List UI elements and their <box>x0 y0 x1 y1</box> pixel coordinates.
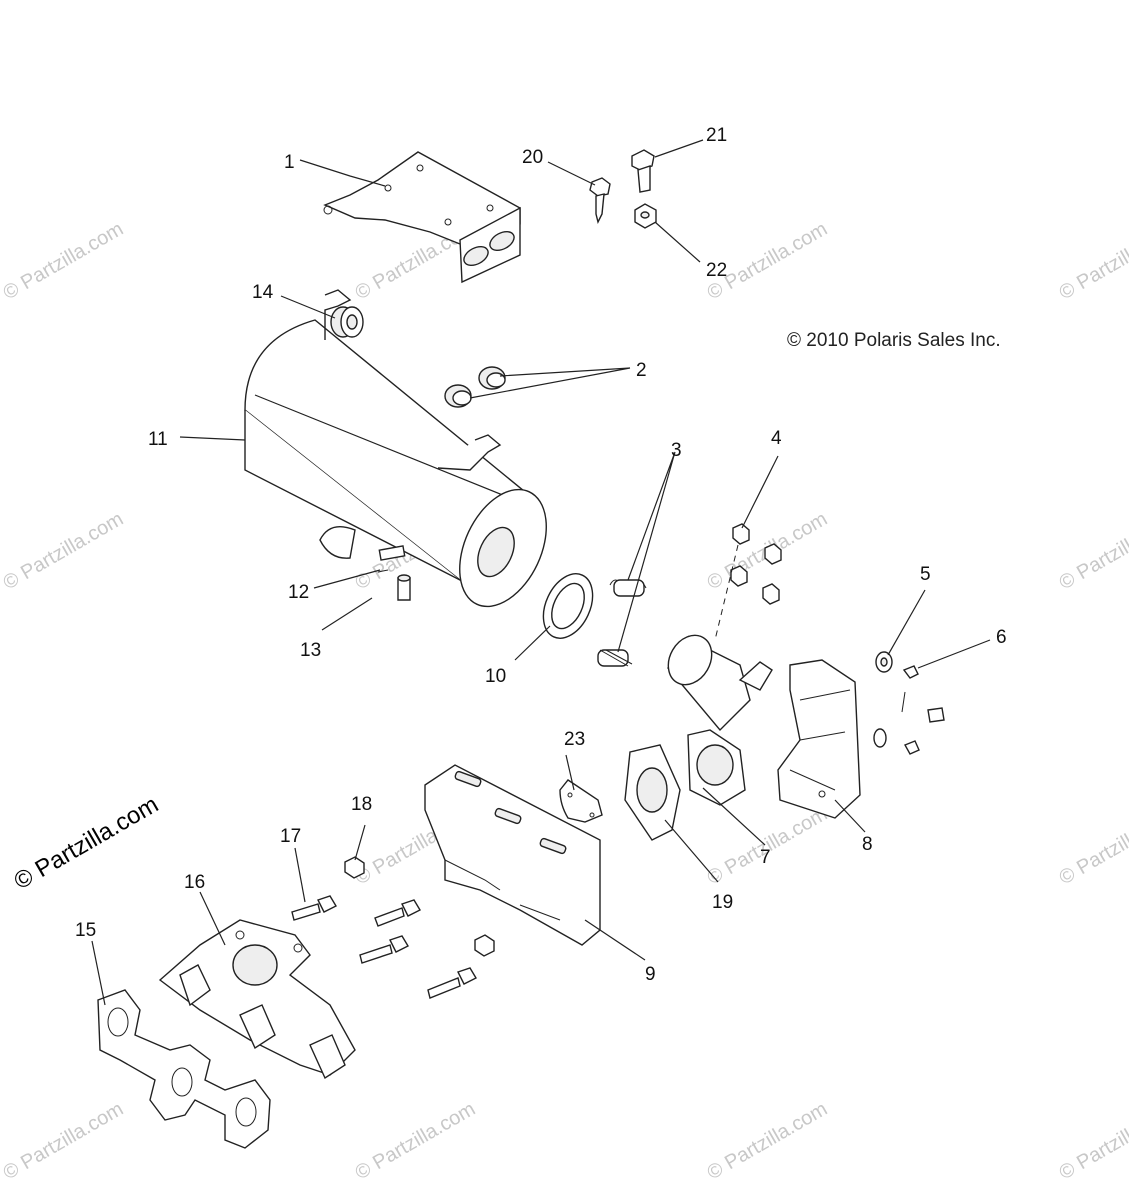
callout-2: 2 <box>636 360 647 381</box>
callout-12: 12 <box>288 582 309 603</box>
part-clip <box>559 779 603 823</box>
callout-13: 13 <box>300 640 321 661</box>
part-manifold-gasket <box>97 989 271 1149</box>
watermark: © Partzilla.com <box>0 1098 127 1184</box>
watermark: © Partzilla.com <box>1056 1098 1129 1184</box>
leader-lines <box>91 139 991 1006</box>
part-heat-shield <box>777 659 861 819</box>
watermark: © Partzilla.com <box>1056 218 1129 304</box>
callout-3: 3 <box>671 440 682 461</box>
part-fasteners-top <box>589 149 657 229</box>
watermark: © Partzilla.com <box>704 1098 832 1184</box>
callout-11: 11 <box>148 429 168 450</box>
part-manifold <box>158 919 356 1080</box>
callout-4: 4 <box>771 428 782 449</box>
watermarks: © Partzilla.com © Partzilla.com © Partzi… <box>0 218 1129 1184</box>
callout-6: 6 <box>996 627 1007 648</box>
callout-14: 14 <box>252 282 274 303</box>
watermark-main: © Partzilla.com <box>10 791 164 895</box>
callout-1: 1 <box>284 152 295 173</box>
part-plug <box>377 569 411 601</box>
watermark: © Partzilla.com <box>1056 803 1129 889</box>
part-springs <box>597 579 647 667</box>
part-bracket <box>323 151 521 284</box>
callout-8: 8 <box>862 834 873 855</box>
part-washers-bolts <box>873 651 945 755</box>
callout-18: 18 <box>351 794 372 815</box>
part-nuts <box>714 523 782 641</box>
callout-16: 16 <box>184 872 205 893</box>
callout-20: 20 <box>522 147 543 168</box>
part-grommet <box>330 306 364 338</box>
part-grommets <box>444 366 506 408</box>
callout-labels: 1 2 3 4 5 6 7 8 9 10 11 12 13 14 15 16 1… <box>75 125 1007 985</box>
part-exhaust-pipe <box>667 634 773 806</box>
callout-9: 9 <box>645 964 656 985</box>
watermark: © Partzilla.com <box>0 218 127 304</box>
copyright-text: © 2010 Polaris Sales Inc. <box>787 330 1001 351</box>
watermark: © Partzilla.com <box>0 508 127 594</box>
callout-22: 22 <box>706 260 727 281</box>
part-bolts-nuts <box>291 856 495 999</box>
callout-15: 15 <box>75 920 96 941</box>
callout-21: 21 <box>706 125 727 146</box>
watermark: © Partzilla.com <box>352 1098 480 1184</box>
callout-7: 7 <box>760 847 771 868</box>
part-gasket-ring <box>542 573 594 639</box>
callout-19: 19 <box>712 892 733 913</box>
part-heat-shield-lower <box>424 764 601 946</box>
part-gasket-flange <box>624 744 681 841</box>
callout-17: 17 <box>280 826 301 847</box>
callout-23: 23 <box>564 729 585 750</box>
callout-10: 10 <box>485 666 506 687</box>
part-muffler <box>244 289 547 608</box>
callout-5: 5 <box>920 564 931 585</box>
watermark: © Partzilla.com <box>1056 508 1129 594</box>
